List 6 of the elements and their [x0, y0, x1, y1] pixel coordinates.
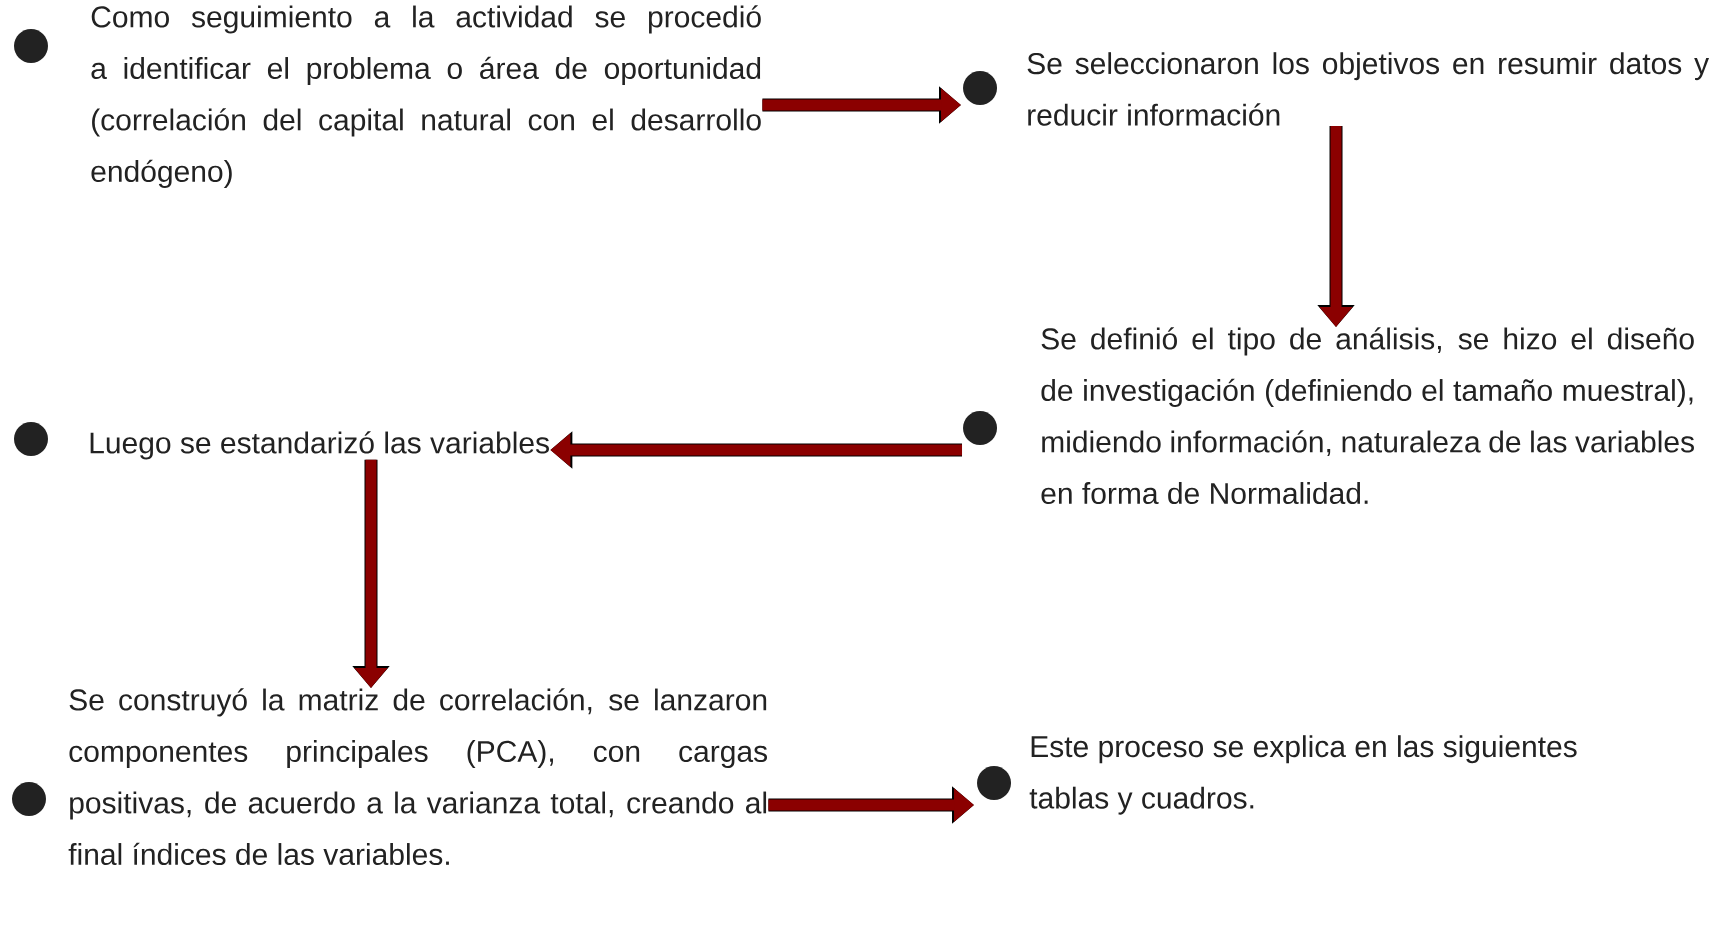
step-text: Se seleccionaron los objetivos en resumir datos y reducir información: [1027, 52, 1709, 126]
step-text: Como seguimiento a la actividad se procedió a identificar el problema o área de oportunidad (correlación del capital natural con el desarrollo endógeno): [91, 5, 761, 188]
step-text: Se definió el tipo de análisis, se hizo el diseño de investigación (definiendo el tamaño muestral), midiendo información, naturaleza de las variables en forma de Normalidad.: [1041, 327, 1694, 505]
step-text: Este proceso se explica en las siguientes tablas y cuadros.: [1029, 735, 1577, 815]
step-text: Luego se estandarizó las variables: [90, 431, 549, 460]
step-text: Se construyó la matriz de correlación, se lanzaron componentes principales (PCA), con cargas positivas, de acuerdo a la varianza total, creando al final índices de las variables.: [68, 688, 767, 866]
